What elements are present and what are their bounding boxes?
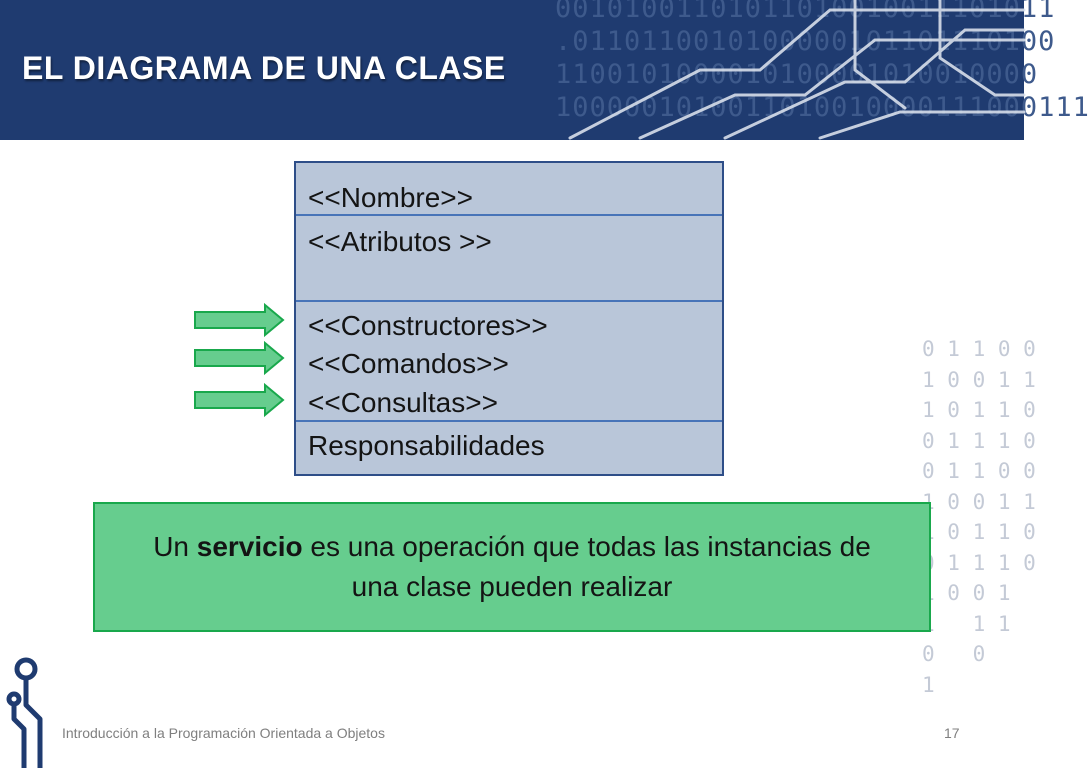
circuit-lines-decoration	[568, 0, 1026, 140]
uml-class-diagram: <<Nombre>> <<Atributos >> <<Constructore…	[294, 161, 724, 476]
uml-name-compartment: <<Nombre>>	[296, 163, 722, 214]
uml-services-compartment: <<Constructores>> <<Comandos>> <<Consult…	[296, 300, 722, 420]
side-binary-row: 1 0 1 1 0	[922, 520, 1036, 544]
side-binary-row: 1 0 1 1 0	[922, 398, 1036, 422]
uml-attributes: <<Atributos >>	[308, 226, 492, 257]
arrow-right-icon	[194, 382, 285, 418]
definition-callout: Un servicio es una operación que todas l…	[93, 502, 931, 632]
header-binary-row: 1100101000010100001010010000	[555, 59, 1039, 90]
uml-service-consultas: <<Consultas>>	[308, 387, 498, 418]
side-binary-row: 1 0 0 1 1	[922, 367, 1036, 392]
uml-responsibilities: Responsabilidades	[308, 430, 545, 461]
arrow-right-icon	[194, 340, 285, 376]
side-binary-row: 0 1 1 0 0	[922, 459, 1036, 483]
side-binary-row: 1 0 0 1 1	[922, 489, 1036, 514]
callout-line1: es una operación que todas las instancia…	[302, 531, 871, 562]
arrow-right-icon	[194, 302, 285, 338]
side-binary-pattern: 0 1 1 0 0 1 0 0 1 1 1 0 1 1 0 0 1 1 1 0 …	[922, 334, 1036, 704]
side-binary-row: 0 1 1 1 0	[922, 428, 1036, 453]
side-binary-row: 1 0 0 1	[922, 581, 1011, 605]
side-binary-row: 0 1 1 0 0	[922, 337, 1036, 361]
uml-service-constructores: <<Constructores>>	[308, 310, 548, 341]
page-number: 17	[944, 725, 960, 741]
callout-text: Un servicio es una operación que todas l…	[153, 527, 871, 607]
uml-service-comandos: <<Comandos>>	[308, 348, 509, 379]
uml-responsibilities-compartment: Responsabilidades	[296, 420, 722, 474]
side-binary-row: 1 1 1	[922, 611, 1011, 636]
header-binary-row: 00101001101011010010011101011	[555, 0, 1056, 24]
header-binary-row: 1000001010011010010000111000111	[555, 92, 1090, 123]
callout-prefix: Un	[153, 531, 197, 562]
slide-title: EL DIAGRAMA DE UNA CLASE	[22, 50, 506, 86]
uml-attributes-compartment: <<Atributos >>	[296, 214, 722, 300]
side-binary-row: 1	[922, 672, 935, 697]
uml-class-name: <<Nombre>>	[308, 182, 473, 213]
header-banner: 00101001101011010010011101011 .011011001…	[0, 0, 1090, 140]
callout-line2: una clase pueden realizar	[351, 571, 673, 602]
footer-text: Introducción a la Programación Orientada…	[62, 725, 385, 741]
side-binary-row: 0 0	[922, 642, 986, 666]
callout-keyword: servicio	[196, 531, 303, 562]
circuit-logo-icon	[6, 657, 43, 768]
side-binary-row: 0 1 1 1 0	[922, 550, 1036, 575]
